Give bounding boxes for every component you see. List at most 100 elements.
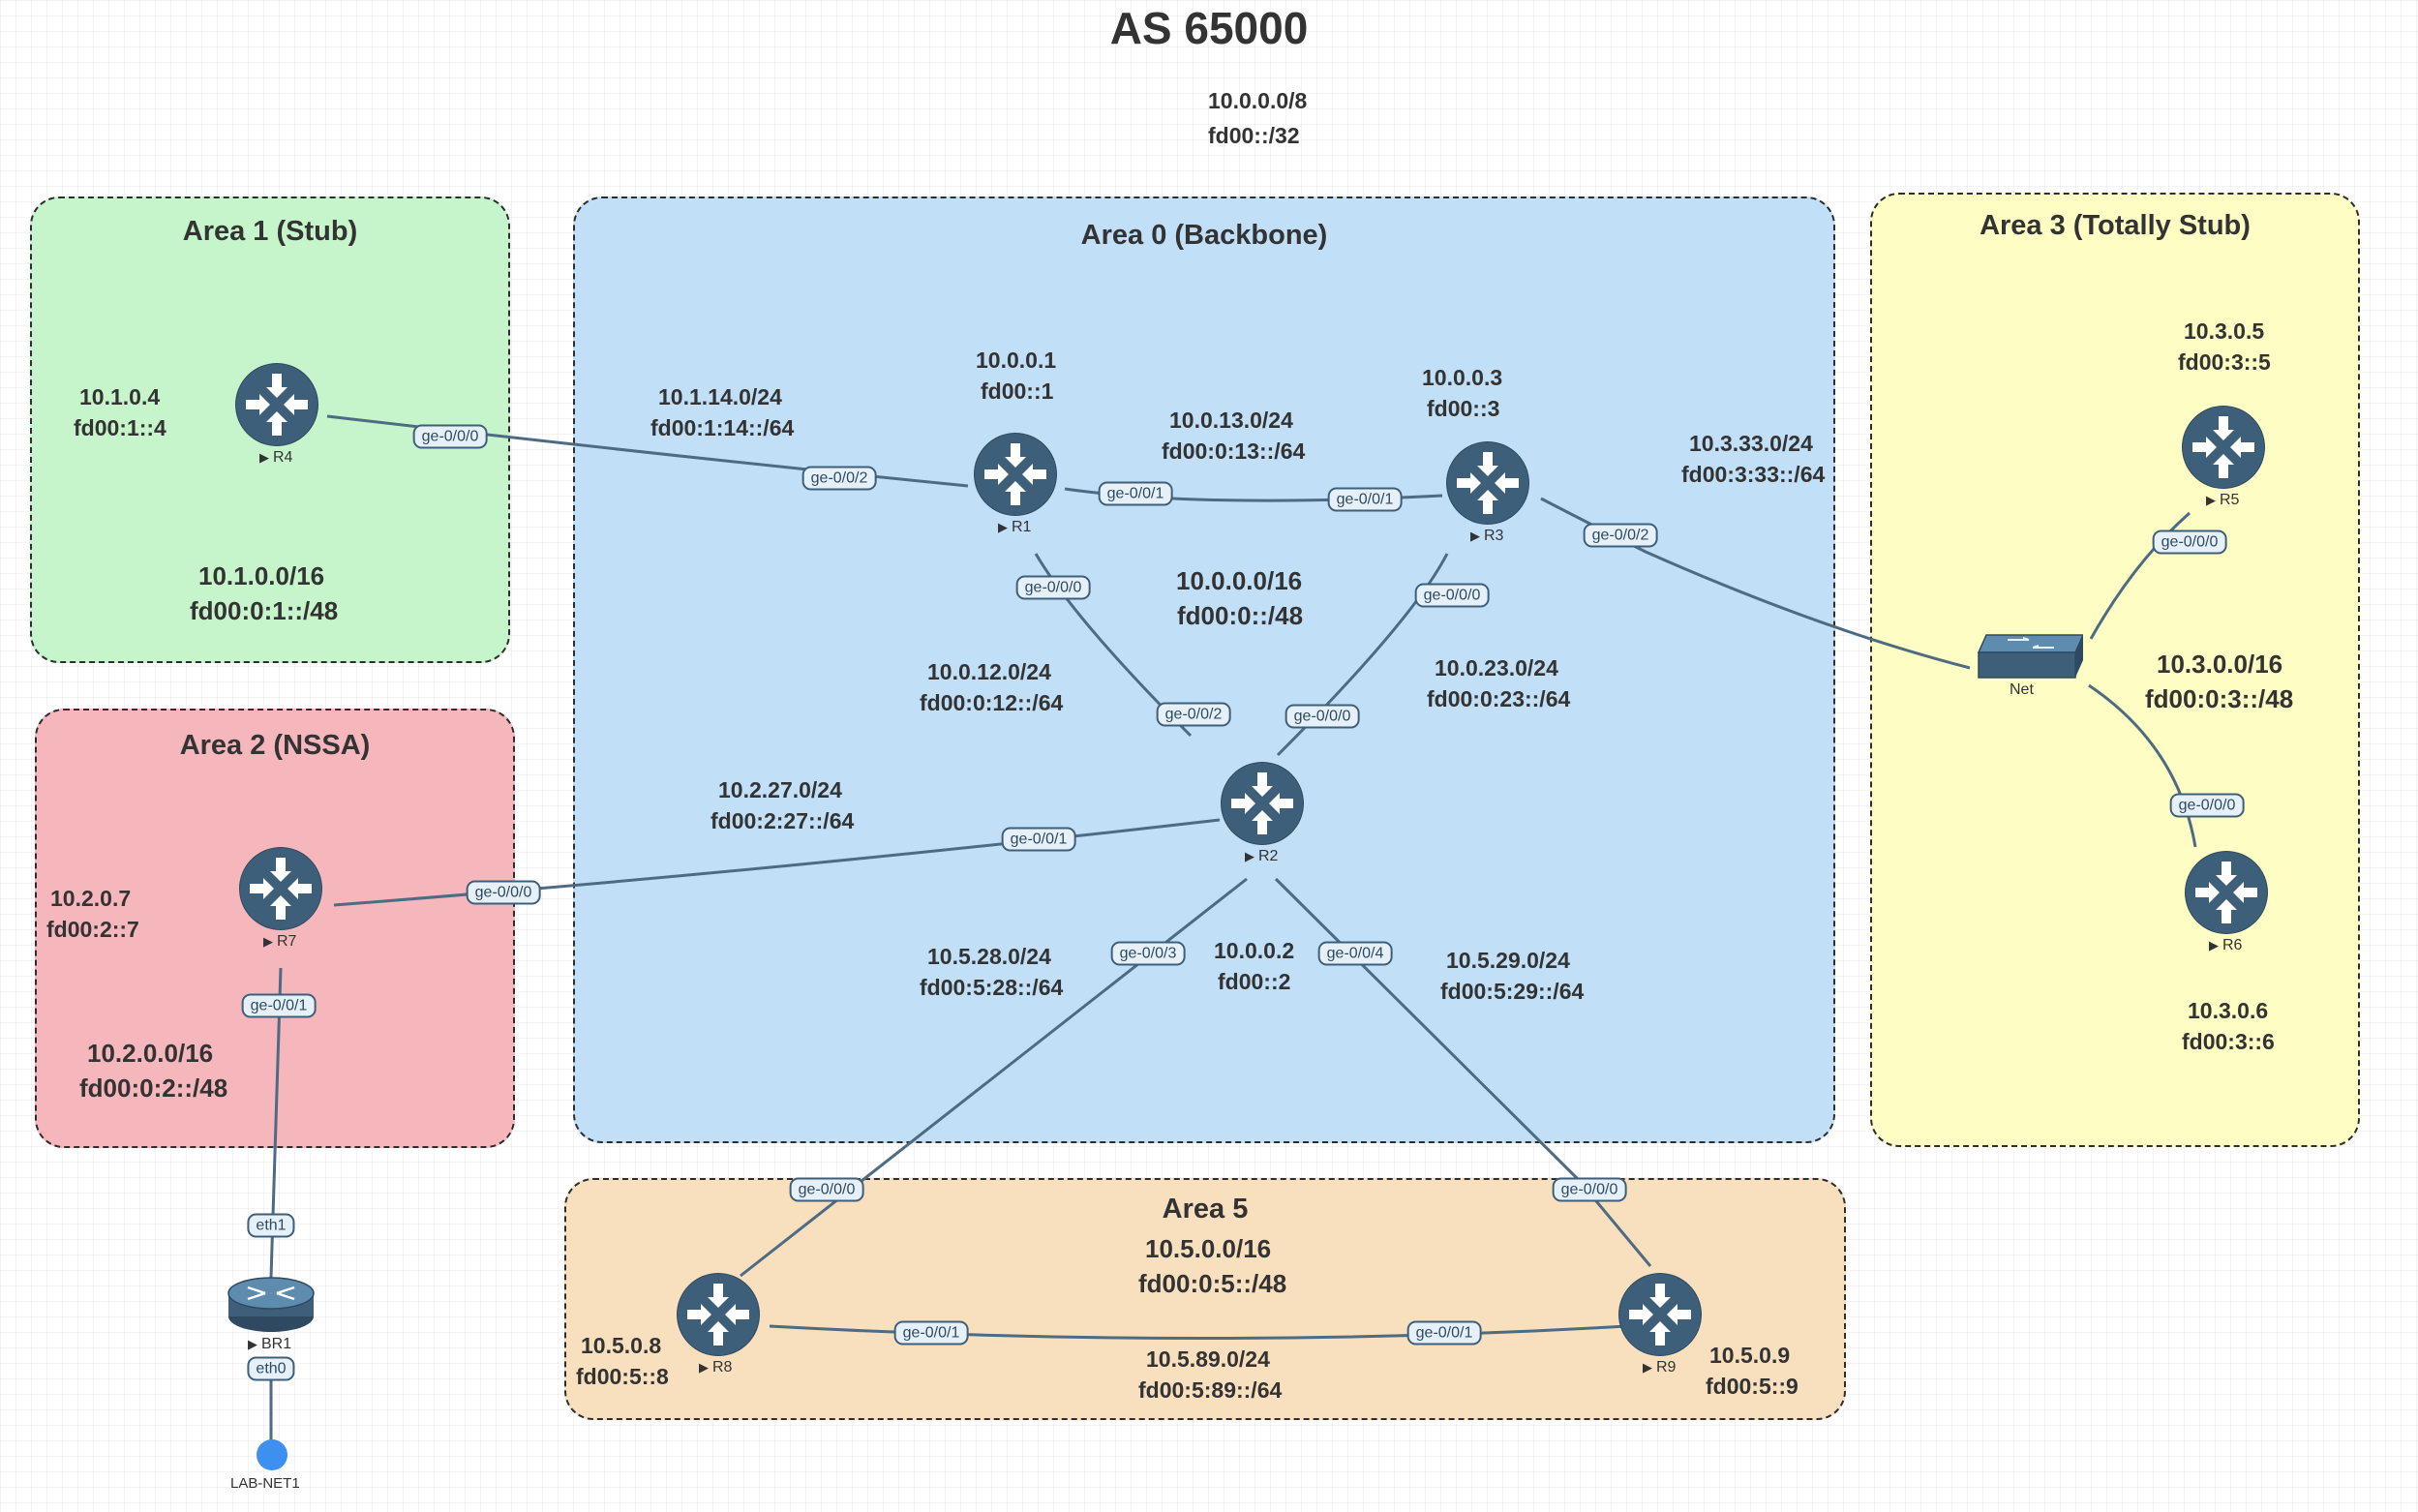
- play-icon: ▶: [699, 1360, 709, 1375]
- r7-loopback-v4: 10.2.0.7: [50, 886, 132, 911]
- port-r8-ge001[interactable]: ge-0/0/1: [893, 1320, 969, 1346]
- router-icon: [984, 443, 1046, 505]
- link-r7-r2-v4: 10.2.27.0/24: [718, 777, 842, 802]
- link-r8-r9-v6: fd00:5:89::/64: [1138, 1377, 1283, 1403]
- port-r3-ge002[interactable]: ge-0/0/2: [1583, 523, 1658, 548]
- r2-loopback-v4: 10.0.0.2: [1214, 938, 1295, 963]
- router-r4[interactable]: [236, 364, 317, 445]
- router-r5[interactable]: [2183, 407, 2264, 488]
- router-r6[interactable]: [2186, 852, 2267, 933]
- router-r2[interactable]: [1222, 763, 1303, 844]
- port-br1-eth0[interactable]: eth0: [247, 1356, 295, 1381]
- router-icon: [2195, 862, 2257, 923]
- switch-net-icon[interactable]: [1969, 629, 2083, 683]
- link-r1-r3-v6: fd00:0:13::/64: [1162, 438, 1306, 464]
- port-r8-ge000[interactable]: ge-0/0/0: [789, 1177, 864, 1202]
- play-icon: ▶: [998, 520, 1008, 534]
- link-net-r6: [2088, 683, 2197, 848]
- link-r2-r8: [740, 877, 1248, 1278]
- port-r2-ge001[interactable]: ge-0/0/1: [1001, 827, 1076, 852]
- r8-loopback-v4: 10.5.0.8: [581, 1333, 662, 1358]
- r7-loopback-v6: fd00:2::7: [46, 917, 139, 942]
- port-r1-ge001[interactable]: ge-0/0/1: [1098, 481, 1173, 506]
- link-r1-r4-v6: fd00:1:14::/64: [650, 415, 795, 440]
- link-r1-r2-v6: fd00:0:12::/64: [920, 690, 1064, 715]
- router-r3-label: ▶R3: [1470, 528, 1504, 544]
- router-r3[interactable]: [1447, 442, 1528, 524]
- port-r3-ge000[interactable]: ge-0/0/0: [1414, 583, 1490, 608]
- port-r2-ge004[interactable]: ge-0/0/4: [1317, 941, 1393, 966]
- port-r2-ge003[interactable]: ge-0/0/3: [1110, 941, 1186, 966]
- port-r7-ge001[interactable]: ge-0/0/1: [241, 993, 317, 1018]
- port-r4-ge000[interactable]: ge-0/0/0: [412, 424, 488, 449]
- router-r7-label: ▶R7: [263, 933, 297, 950]
- switch-net-label: Net: [2010, 681, 2034, 698]
- router-icon: [1231, 772, 1293, 834]
- lab-net-label: LAB-NET1: [230, 1475, 300, 1492]
- r5-loopback-v6: fd00:3::5: [2178, 349, 2271, 375]
- play-icon: ▶: [2209, 938, 2219, 953]
- r9-loopback-v4: 10.5.0.9: [1709, 1343, 1791, 1368]
- link-r3-net-v4: 10.3.33.0/24: [1689, 431, 1813, 456]
- router-icon: [246, 374, 308, 436]
- port-r9-ge001[interactable]: ge-0/0/1: [1406, 1320, 1482, 1346]
- router-r1[interactable]: [975, 434, 1056, 515]
- lab-net-endpoint[interactable]: [257, 1439, 287, 1470]
- r1-loopback-v6: fd00::1: [981, 378, 1054, 404]
- port-r7-ge000[interactable]: ge-0/0/0: [466, 880, 541, 905]
- port-r5-ge000[interactable]: ge-0/0/0: [2152, 529, 2227, 555]
- link-r1-r2-v4: 10.0.12.0/24: [927, 659, 1051, 684]
- area-2-title: Area 2 (NSSA): [179, 730, 371, 761]
- area-0: Area 0 (Backbone): [573, 197, 1835, 1143]
- router-r2-label: ▶R2: [1245, 848, 1279, 864]
- area-3: Area 3 (Totally Stub): [1870, 193, 2360, 1147]
- play-icon: ▶: [1470, 529, 1480, 543]
- router-r8[interactable]: [678, 1274, 759, 1355]
- port-r9-ge000[interactable]: ge-0/0/0: [1552, 1177, 1627, 1202]
- r9-loopback-v6: fd00:5::9: [1706, 1374, 1798, 1399]
- router-r8-label: ▶R8: [699, 1359, 733, 1376]
- area-3-prefix-v6: fd00:0:3::/48: [2145, 684, 2294, 713]
- as-prefix-v6: fd00::/32: [1208, 123, 1300, 148]
- link-r3-r2-v6: fd00:0:23::/64: [1427, 686, 1571, 711]
- port-r1-ge002[interactable]: ge-0/0/2: [801, 466, 877, 491]
- r4-loopback-v6: fd00:1::4: [74, 415, 166, 440]
- r2-loopback-v6: fd00::2: [1218, 969, 1291, 994]
- as-prefix-v4: 10.0.0.0/8: [1208, 88, 1308, 113]
- play-icon: ▶: [2206, 493, 2216, 507]
- link-r1-r3-v4: 10.0.13.0/24: [1169, 408, 1293, 433]
- area-0-prefix-v6: fd00:0::/48: [1177, 601, 1304, 630]
- port-r1-ge000[interactable]: ge-0/0/0: [1015, 575, 1091, 600]
- port-br1-eth1[interactable]: eth1: [247, 1213, 295, 1238]
- r6-loopback-v6: fd00:3::6: [2182, 1029, 2275, 1054]
- area-1-title: Area 1 (Stub): [182, 216, 358, 247]
- port-r2-ge002[interactable]: ge-0/0/2: [1156, 702, 1231, 727]
- router-r4-label: ▶R4: [259, 449, 293, 466]
- router-r9[interactable]: [1619, 1274, 1701, 1355]
- port-r6-ge000[interactable]: ge-0/0/0: [2169, 793, 2245, 818]
- area-1-prefix-v6: fd00:0:1::/48: [190, 596, 339, 625]
- link-r2-r8-v4: 10.5.28.0/24: [927, 944, 1051, 969]
- area-0-prefix-v4: 10.0.0.0/16: [1176, 566, 1303, 595]
- play-icon: ▶: [248, 1337, 257, 1351]
- play-icon: ▶: [259, 450, 269, 465]
- link-r3-net-v6: fd00:3:33::/64: [1681, 462, 1826, 487]
- r3-loopback-v6: fd00::3: [1427, 396, 1500, 421]
- border-router-br1-icon[interactable]: [227, 1274, 316, 1334]
- router-icon: [1457, 452, 1519, 514]
- router-icon: [2192, 416, 2254, 478]
- r1-loopback-v4: 10.0.0.1: [976, 348, 1057, 373]
- router-r9-label: ▶R9: [1643, 1359, 1677, 1376]
- port-r2-ge000[interactable]: ge-0/0/0: [1285, 704, 1360, 729]
- play-icon: ▶: [1643, 1360, 1652, 1375]
- link-r7-r2: [333, 818, 1221, 907]
- router-r7[interactable]: [240, 848, 321, 929]
- r5-loopback-v4: 10.3.0.5: [2184, 318, 2265, 344]
- router-r5-label: ▶R5: [2206, 492, 2240, 508]
- port-r3-ge001[interactable]: ge-0/0/1: [1327, 487, 1403, 512]
- diagram-title: AS 65000: [1109, 3, 1309, 53]
- link-r1-r4-v4: 10.1.14.0/24: [658, 384, 782, 409]
- r3-loopback-v4: 10.0.0.3: [1422, 365, 1503, 390]
- link-r8-r9-v4: 10.5.89.0/24: [1146, 1346, 1270, 1372]
